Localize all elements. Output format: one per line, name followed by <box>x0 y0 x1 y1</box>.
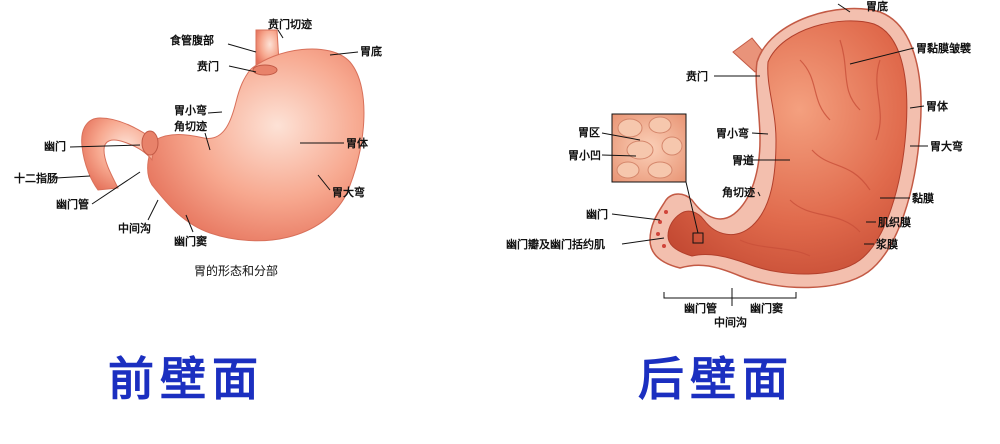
back-stomach-illustration: 胃底 胃黏膜皱襞 贲门 胃体 胃区 胃小弯 胃大弯 胃小凹 胃道 角切迹 黏膜 … <box>506 0 971 329</box>
back-label-pyloric-antrum: 幽门窦 <box>750 301 783 315</box>
front-view-title: 前壁面 <box>108 352 264 406</box>
back-label-intermediate-sulcus: 中间沟 <box>714 315 747 329</box>
front-label-intermediate-sulcus: 中间沟 <box>118 221 151 235</box>
back-pyloric-wall-dots <box>656 210 668 248</box>
back-label-body: 胃体 <box>926 99 949 113</box>
front-label-cardia: 贲门 <box>197 59 219 73</box>
back-label-angular-incisure: 角切迹 <box>722 185 755 199</box>
back-label-pylorus: 幽门 <box>586 207 608 221</box>
front-label-lesser-curvature: 胃小弯 <box>174 103 207 117</box>
back-label-pyloric-canal: 幽门管 <box>684 301 717 315</box>
back-view-title: 后壁面 <box>638 352 794 406</box>
front-pylorus-ring <box>141 130 159 156</box>
back-label-gastric-area: 胃区 <box>578 126 600 139</box>
front-label-pylorus: 幽门 <box>44 139 66 153</box>
back-label-muscularis: 肌织膜 <box>877 215 911 229</box>
back-label-fundus: 胃底 <box>866 0 888 13</box>
back-label-pyloric-valve-sphincter: 幽门瓣及幽门括约肌 <box>506 237 605 251</box>
front-label-body: 胃体 <box>346 136 369 150</box>
back-label-mucosa: 黏膜 <box>912 191 934 205</box>
back-label-mucosal-folds: 胃黏膜皱襞 <box>916 41 971 55</box>
front-stomach-shape <box>147 48 365 242</box>
front-label-pyloric-antrum: 幽门窦 <box>174 234 207 248</box>
front-label-angular-incisure: 角切迹 <box>174 119 207 133</box>
back-label-gastric-canal: 胃道 <box>732 153 754 167</box>
back-label-serosa: 浆膜 <box>876 237 898 251</box>
front-label-cardia-notch: 贲门切迹 <box>268 17 312 31</box>
back-label-cardia: 贲门 <box>686 69 708 83</box>
front-stomach-illustration: 贲门切迹 食管腹部 胃底 贲门 胃小弯 角切迹 幽门 胃体 十二指肠 幽门管 胃… <box>14 17 382 248</box>
back-label-lesser-curvature: 胃小弯 <box>716 126 749 140</box>
back-label-gastric-pit: 胃小凹 <box>568 148 601 162</box>
back-gastric-area-inset <box>611 113 699 234</box>
front-label-duodenum: 十二指肠 <box>14 171 58 185</box>
front-label-abdominal-esophagus: 食管腹部 <box>170 33 214 47</box>
front-label-greater-curvature: 胃大弯 <box>332 185 365 199</box>
front-duodenum-shape <box>81 117 156 191</box>
front-figure-caption: 胃的形态和分部 <box>194 263 278 278</box>
front-label-pyloric-canal: 幽门管 <box>56 197 89 211</box>
back-mucosal-folds <box>739 39 881 257</box>
front-label-fundus: 胃底 <box>360 44 382 58</box>
front-cardia-ring <box>252 64 278 76</box>
back-label-greater-curvature: 胃大弯 <box>930 139 963 153</box>
